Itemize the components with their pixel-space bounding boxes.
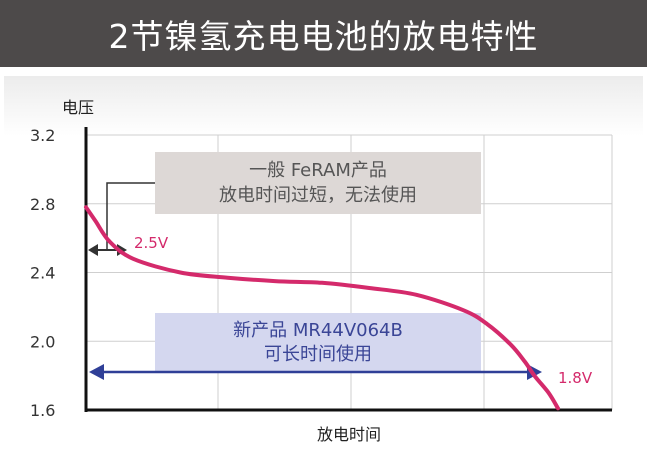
y-tick-label: 3.2 xyxy=(30,126,55,145)
chart-title: 2节镍氢充电电池的放电特性 xyxy=(108,16,539,56)
label-2-5v: 2.5V xyxy=(134,234,169,252)
mr44-text: 新产品 MR44V064B xyxy=(233,320,403,341)
annotation-arrows xyxy=(88,182,542,380)
discharge-curve xyxy=(84,205,560,411)
y-tick-labels: 3.2 2.8 2.4 2.0 1.6 xyxy=(30,126,55,420)
chart-panel xyxy=(4,76,643,456)
mr44-arrowhead-left xyxy=(89,364,104,380)
title-bar: 2节镍氢充电电池的放电特性 xyxy=(0,0,647,67)
feram-text: 一般 FeRAM产品 xyxy=(249,160,387,181)
mr44-text: 可长时间使用 xyxy=(264,344,372,365)
feram-box xyxy=(155,152,481,214)
y-tick-label: 2.0 xyxy=(30,332,55,351)
y-tick-label: 2.8 xyxy=(30,195,55,214)
y-tick-label: 2.4 xyxy=(30,264,55,283)
x-axis-label: 放电时间 xyxy=(317,425,381,444)
feram-arrowhead-left xyxy=(88,244,98,256)
y-axis-label: 电压 xyxy=(62,98,94,117)
axes xyxy=(84,127,612,412)
label-1-8v: 1.8V xyxy=(558,369,593,387)
y-tick-label: 1.6 xyxy=(30,401,55,420)
feram-text: 放电时间过短，无法使用 xyxy=(219,185,417,206)
feram-leader-line xyxy=(106,182,155,250)
mr44-box xyxy=(155,313,481,373)
